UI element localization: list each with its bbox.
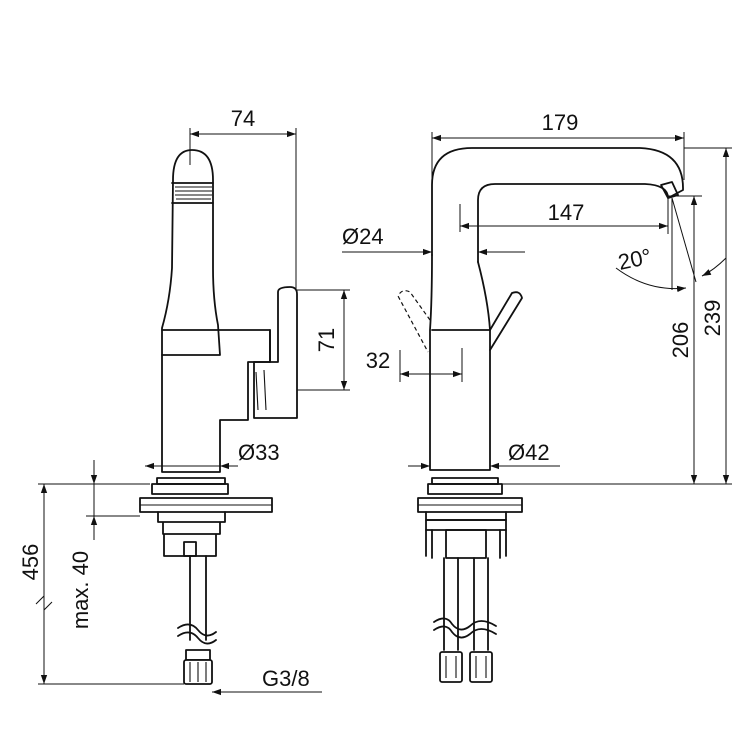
label-connection-thread: G3/8 xyxy=(262,666,310,691)
side-spout-body xyxy=(161,149,221,356)
label-spout-reach: 147 xyxy=(548,200,585,225)
side-lever-handle xyxy=(253,286,298,419)
label-width-side: 74 xyxy=(231,106,255,131)
front-supply-hoses xyxy=(443,557,489,651)
side-supply-hose xyxy=(189,555,207,641)
label-body-diameter-side: Ø33 xyxy=(238,440,280,465)
label-height-outlet: 206 xyxy=(668,322,693,359)
side-view xyxy=(139,149,298,685)
front-base-ring xyxy=(427,483,503,495)
label-max-thickness: max. 40 xyxy=(68,551,93,629)
label-height-total: 239 xyxy=(700,300,725,337)
label-spout-angle: 20° xyxy=(616,244,654,275)
label-hose-length: 456 xyxy=(18,544,43,581)
side-aerator xyxy=(175,186,212,200)
front-hose-connector-right xyxy=(469,651,493,683)
label-width-front: 179 xyxy=(542,110,579,135)
label-lever-height: 71 xyxy=(314,328,339,352)
side-base-ring xyxy=(151,483,229,495)
label-lever-offset: 32 xyxy=(366,348,390,373)
front-hose-connector-left xyxy=(439,651,463,683)
dimension-labels: 74 179 147 Ø24 20° 71 32 Ø33 Ø42 206 239… xyxy=(18,106,725,691)
label-body-diameter-front: Ø42 xyxy=(508,440,550,465)
front-main-body xyxy=(429,254,491,471)
side-counter-plate xyxy=(139,497,273,513)
front-view xyxy=(397,147,684,683)
front-counter-plate xyxy=(417,497,523,513)
front-spout xyxy=(431,147,684,263)
front-lever-right xyxy=(489,291,523,351)
side-fixing-nut xyxy=(157,511,226,557)
label-spout-diameter: Ø24 xyxy=(342,224,384,249)
front-fixing-nut xyxy=(445,529,487,559)
dimensions xyxy=(35,128,732,696)
front-lever-dashed xyxy=(397,290,431,353)
